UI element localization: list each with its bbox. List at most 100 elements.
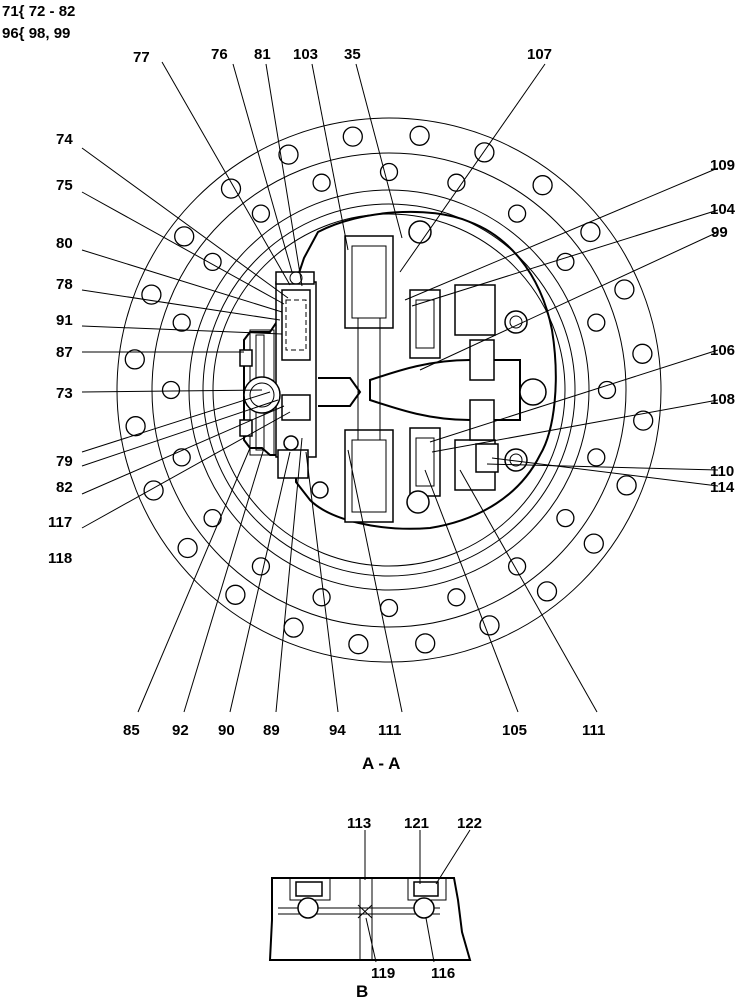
callout-35: 35 (344, 46, 361, 63)
inner-bolt-hole (161, 380, 181, 400)
outer-bolt-hole (415, 633, 436, 654)
callout-81: 81 (254, 46, 271, 63)
relief-inner-lower (415, 437, 435, 487)
outer-bolt-hole (479, 615, 500, 636)
right-passage (369, 359, 521, 421)
callout-85: 85 (123, 722, 140, 739)
callout-73: 73 (56, 385, 73, 402)
outer-bolt-hole (125, 416, 146, 437)
inner-bolt-hole (556, 508, 575, 528)
outer-bolt-hole (225, 584, 246, 605)
port-insert-lower (469, 399, 495, 441)
outer-bolt-hole (583, 533, 604, 554)
header-line-1: 71{ 72 - 82 (2, 3, 75, 20)
flange-ring-5 (212, 213, 566, 567)
relief-inner-upper (415, 299, 435, 349)
callout-108: 108 (710, 391, 735, 408)
callout-111-right: 111 (582, 722, 605, 739)
outer-bolt-hole (283, 617, 304, 638)
leader-122 (435, 829, 471, 885)
valve-spool-upper (281, 289, 311, 361)
outer-flange-ring (116, 117, 662, 663)
callout-92: 92 (172, 722, 189, 739)
inner-bolt-hole (172, 448, 191, 467)
outer-bolt-holes (124, 125, 654, 655)
callout-80: 80 (56, 235, 73, 252)
center-right-boss (519, 378, 547, 406)
inner-bolt-holes (161, 162, 617, 618)
bolt-bottom (406, 490, 430, 514)
spring-upper (285, 299, 307, 351)
detail-b-plug-121 (413, 881, 439, 897)
callout-74: 74 (56, 131, 73, 148)
left-passage (318, 377, 362, 407)
callout-106: 106 (710, 342, 735, 359)
detail-b-hatch-2 (357, 904, 373, 919)
callout-122: 122 (457, 815, 482, 832)
callout-114: 114 (710, 479, 735, 496)
callout-79: 79 (56, 453, 73, 470)
callout-116: 116 (431, 965, 455, 982)
callout-107: 107 (527, 46, 552, 63)
callout-82: 82 (56, 479, 73, 496)
section-aa-drawing (81, 61, 719, 713)
inner-bolt-hole (251, 204, 271, 223)
outer-bolt-hole (220, 178, 242, 199)
inner-bolt-hole (312, 588, 331, 607)
callout-105: 105 (502, 722, 527, 739)
callout-121: 121 (404, 815, 429, 832)
outer-bolt-hole (580, 221, 601, 243)
inner-bolt-hole (587, 313, 606, 332)
plug-114 (475, 443, 499, 473)
leader-119 (365, 917, 377, 963)
upper-spool-103 (344, 235, 394, 329)
inner-bolt-hole (251, 557, 271, 576)
callout-91: 91 (56, 312, 73, 329)
inner-bolt-hole (556, 252, 575, 272)
outer-bolt-hole (174, 226, 195, 247)
inner-bolt-hole (447, 588, 466, 607)
callout-110: 110 (710, 463, 734, 480)
leader-lines (81, 61, 719, 713)
inner-bolt-hole (379, 598, 399, 618)
outer-bolt-hole (532, 175, 553, 196)
detail-b-plug-left (295, 881, 323, 897)
bolt-bottom-left (311, 481, 329, 499)
plug-87 (239, 349, 253, 367)
cap-bolt (289, 271, 303, 285)
section-aa-title: A - A (362, 754, 400, 773)
upper-cap (275, 271, 315, 285)
section-b-title: B (356, 982, 368, 1000)
callout-118: 118 (48, 550, 72, 567)
inner-bolt-hole (587, 448, 606, 467)
detail-b-ball-116 (413, 897, 435, 919)
callout-113: 113 (347, 815, 371, 832)
callout-111-left: 111 (378, 722, 401, 739)
outer-bolt-hole (536, 581, 558, 602)
callout-119: 119 (371, 965, 395, 982)
outer-bolt-hole (616, 475, 637, 496)
motor-housing-outline (243, 210, 557, 530)
outer-bolt-hole (474, 142, 495, 163)
detail-b-body (268, 877, 472, 961)
callout-89: 89 (263, 722, 280, 739)
header-line-2: 96{ 98, 99 (2, 25, 70, 42)
callout-117: 117 (48, 514, 72, 531)
callout-109: 109 (710, 157, 735, 174)
outer-bolt-hole (632, 343, 653, 364)
detail-b-ball-left (297, 897, 319, 919)
inner-bolt-hole (312, 173, 331, 192)
center-shaft (357, 317, 381, 441)
callout-87: 87 (56, 344, 73, 361)
callout-77: 77 (133, 49, 150, 66)
outer-bolt-hole (124, 349, 145, 370)
outer-bolt-hole (633, 410, 654, 431)
check-ball-inner (249, 382, 275, 408)
port-insert-upper (469, 339, 495, 381)
callout-75: 75 (56, 177, 73, 194)
relief-valve-upper (409, 289, 441, 359)
inner-bolt-hole (203, 508, 222, 528)
callout-78: 78 (56, 276, 73, 293)
callout-94: 94 (329, 722, 346, 739)
